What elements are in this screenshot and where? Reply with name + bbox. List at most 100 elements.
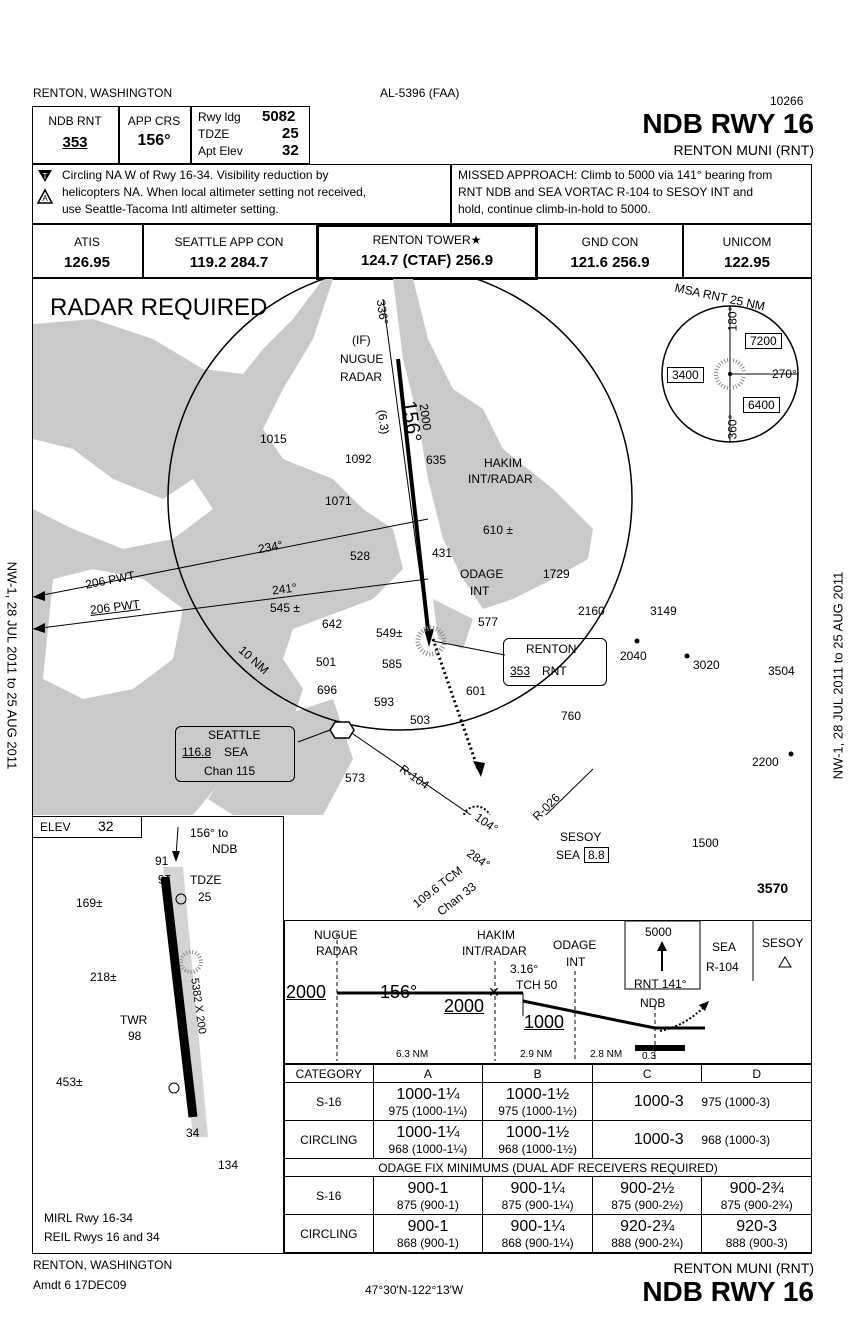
elev-1729: 1729 [543,567,570,581]
apt-elev-value: 32 [98,818,114,834]
odage-s16-c-sub: 875 (900-2½) [611,1197,684,1212]
hdr-b: B [482,1064,593,1083]
comm-gnd-label: GND CON [581,235,639,249]
elev-501: 501 [316,655,337,669]
msa-180: 180° [725,306,740,332]
comm-tower-freq: 124.7 (CTAF) 256.9 [360,252,494,269]
plan-view-map [33,279,799,815]
profile-ma-5000: 5000 [645,925,672,939]
footer-title: NDB RWY 16 [642,1276,814,1307]
sesoy-label: SESOY [560,830,602,844]
missed-line-2: RNT NDB and SEA VORTAC R-104 to SESOY IN… [458,185,754,199]
elev-2160: 2160 [578,604,605,618]
app-crs-value: 156° [137,132,171,149]
row-s16-b-sub: 975 (1000-1½) [498,1103,577,1118]
comm-atis-label: ATIS [74,235,100,249]
profile-drawing: ✕ [336,921,792,1061]
elev-2200: 2200 [752,755,779,769]
row-circ-cd-main: 1000-3 [633,1130,684,1148]
comm-unicom-label: UNICOM [722,235,772,249]
header-proc-number: 10266 [770,94,804,108]
odage-label: ODAGE [460,567,504,581]
briefing-box [32,106,310,164]
if-label: (IF) [352,333,371,347]
renton-freq: 353 [510,664,531,678]
elev-3149: 3149 [650,604,677,618]
hdr-a: A [372,1064,484,1083]
sesoy-dme: 8.8 [584,847,609,863]
msa-7200: 7200 [745,333,782,349]
comm-app-label: SEATTLE APP CON [174,235,284,249]
ndb-label: NDB RNT [48,114,102,128]
margin-left-date: NW-1, 28 JUL 2011 to 25 AUG 2011 [4,561,20,770]
header-chart-id: AL-5396 (FAA) [380,86,460,100]
missed-line-3: hold, continue climb-in-hold to 5000. [458,202,651,216]
hakim-sub-label: INT/RADAR [468,472,533,486]
elev-642: 642 [322,617,343,631]
profile-rnt141: RNT 141° [634,977,687,991]
nugue-radar-label: RADAR [340,370,383,384]
odage-s16-d-main: 900-2¾ [729,1179,784,1197]
odage-circ-c-main: 920-2¾ [620,1217,675,1235]
odage-circ-cat: CIRCLING [284,1214,374,1253]
note-line-3: use Seattle-Tacoma Intl altimeter settin… [62,202,279,216]
profile-odage: ODAGE [553,938,597,952]
row-s16-b-main: 1000-1½ [506,1085,570,1103]
profile-alt-2000b: 2000 [444,996,485,1016]
notes-box [32,164,812,224]
elev-1015: 1015 [260,432,287,446]
crs-note: 156° to [190,826,229,840]
profile-nugue: NUGUE [314,928,358,942]
odage-s16-a-main: 900-1 [407,1179,449,1197]
tdze-label: TDZE [190,873,222,887]
msa-3400: 3400 [667,367,704,383]
twr-elev: 98 [128,1029,142,1043]
odage-circ-b-main: 900-1¼ [510,1217,565,1235]
app-crs-label: APP CRS [127,114,181,128]
seattle-vortac-box [175,726,295,782]
profile-alt-1000: 1000 [524,1012,565,1032]
msa-360: 360° [725,414,740,440]
rwy-91: 91 [155,854,169,868]
elev-585: 585 [382,657,403,671]
obs-169: 169± [76,896,103,910]
elev-431: 431 [432,546,453,560]
row-s16-cd-sub: 975 (1000-3) [701,1094,771,1109]
hdr-d: D [701,1064,812,1083]
odage-s16-a-sub: 875 (900-1) [396,1197,459,1212]
profile-dist-1: 6.3 NM [396,1049,429,1060]
odage-header: ODAGE FIX MINIMUMS (DUAL ADF RECEIVERS R… [284,1158,812,1177]
hdr-category: CATEGORY [284,1064,374,1083]
row-circ-cat: CIRCLING [284,1120,374,1159]
row-circ-cd-sub: 968 (1000-3) [701,1132,771,1147]
row-circ-a-main: 1000-1¼ [396,1123,460,1141]
elev-3504: 3504 [768,664,795,678]
row-circ-b-sub: 968 (1000-1½) [498,1141,577,1156]
airport-diagram [32,816,284,1254]
elev-1092: 1092 [345,452,372,466]
profile-gs: 3.16° [510,962,539,976]
profile-dist-3: 2.8 NM [590,1049,623,1060]
row-s16-a-main: 1000-1¼ [396,1085,460,1103]
renton-id: RNT [542,664,567,678]
elev-593: 593 [374,695,395,709]
svg-text:✕: ✕ [488,984,500,1000]
odage-circ-d-sub: 888 (900-3) [725,1235,788,1250]
elev-2040: 2040 [620,649,647,663]
elev-3570: 3570 [757,880,789,896]
rwy-16: 16 [158,872,172,886]
margin-right-date: NW-1, 28 JUL 2011 to 25 AUG 2011 [830,571,846,780]
odage-s16-d-sub: 875 (900-2¾) [720,1197,793,1212]
elev-3020: 3020 [693,658,720,672]
elev-528: 528 [350,549,371,563]
crs-note-ndb: NDB [212,842,238,856]
obs-134: 134 [218,1158,239,1172]
profile-sea: SEA [712,940,737,954]
header-airport: RENTON MUNI (RNT) [673,142,814,158]
elev-601: 601 [466,684,487,698]
renton-ndb-box [503,638,607,686]
note-line-2: helicopters NA. When local altimeter set… [62,185,367,199]
footer-coords: 47°30'N-122°13'W [365,1283,464,1297]
comm-unicom-freq: 122.95 [724,254,770,271]
footer-amdt: Amdt 6 17DEC09 [33,1278,127,1292]
